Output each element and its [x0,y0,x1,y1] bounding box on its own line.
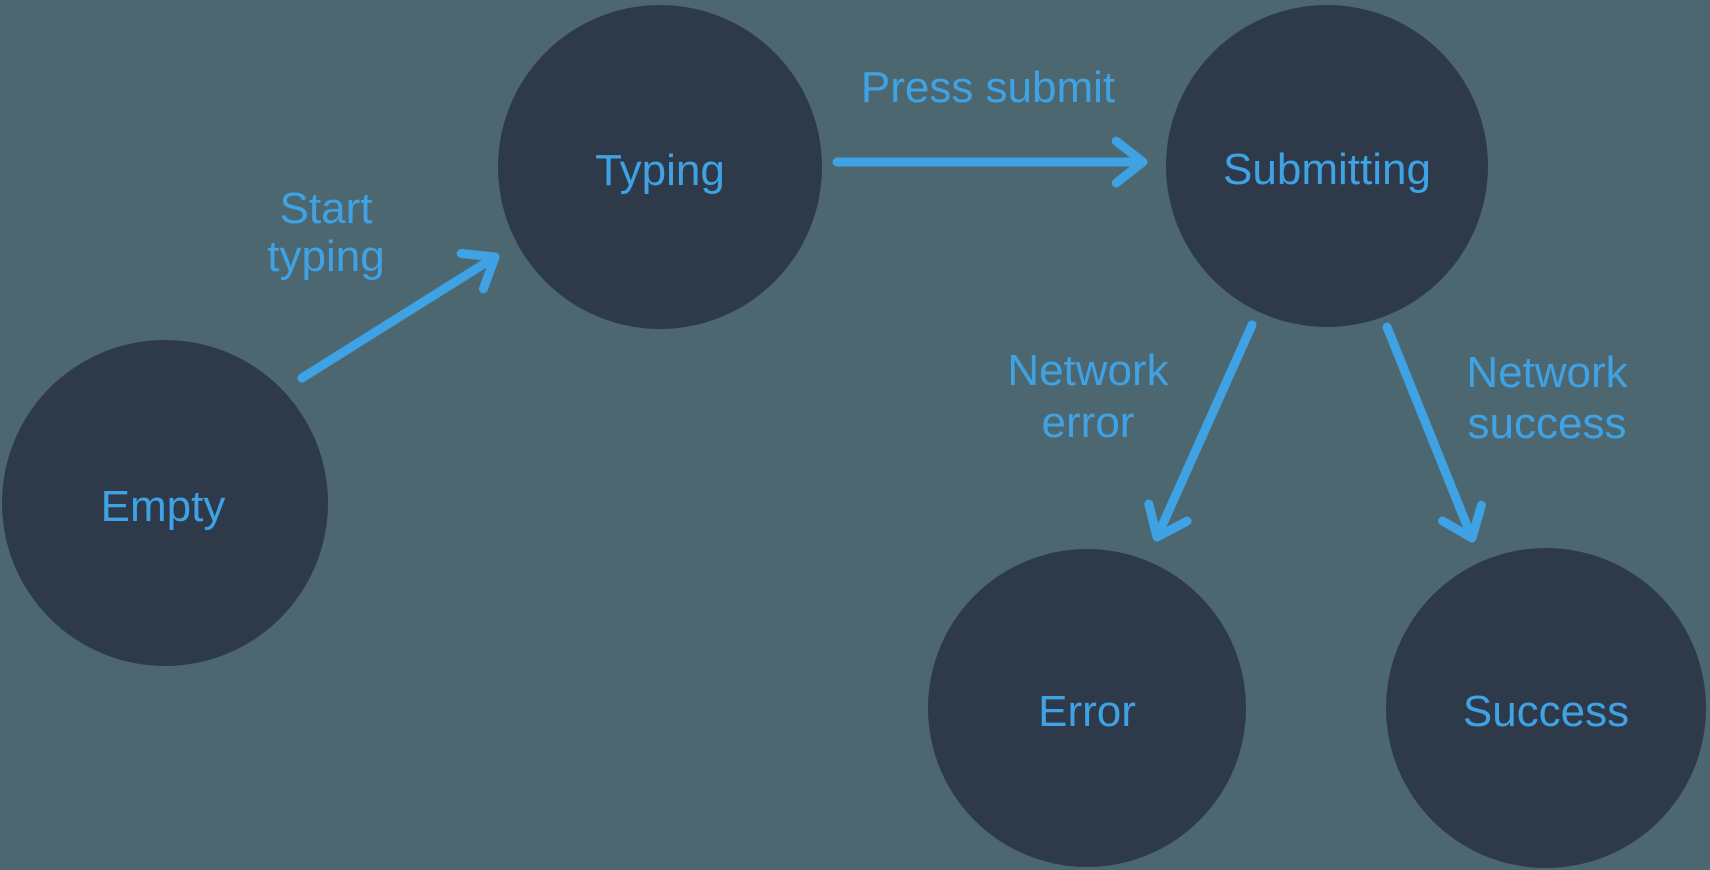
success-node-circle [1386,548,1706,868]
edge-label-network-error-line2: error [1042,398,1135,447]
edge-press-submit: Press submit [832,63,1148,188]
state-node-empty: Empty [2,340,328,666]
edge-label-network-success-line2: success [1468,399,1627,448]
edge-label-network-success-line1: Network [1466,348,1628,397]
empty-node-circle [2,340,328,666]
network-success-arrow-icon [1382,322,1486,543]
typing-node-label: Typing [595,146,725,195]
typing-node-circle [498,5,822,329]
edge-label-start-typing-line2: typing [267,232,384,281]
success-node-label: Success [1463,687,1629,736]
edge-label-press-submit: Press submit [861,63,1115,112]
edge-label-network-error-line1: Network [1007,346,1169,395]
edge-network-error: Network error [1007,320,1257,542]
state-node-submitting: Submitting [1166,5,1488,327]
submitting-node-circle [1166,5,1488,327]
start-typing-arrow-icon [297,249,500,383]
empty-node-label: Empty [101,482,226,531]
edge-start-typing: Start typing [267,184,500,383]
network-error-arrow-icon [1144,320,1257,542]
state-node-error: Error [928,549,1246,867]
error-node-label: Error [1038,687,1136,736]
press-submit-arrow-icon [832,136,1148,188]
state-node-typing: Typing [498,5,822,329]
error-node-circle [928,549,1246,867]
edge-label-start-typing-line1: Start [280,184,373,233]
submitting-node-label: Submitting [1223,145,1431,194]
state-node-success: Success [1386,548,1706,868]
edge-network-success: Network success [1382,322,1629,543]
